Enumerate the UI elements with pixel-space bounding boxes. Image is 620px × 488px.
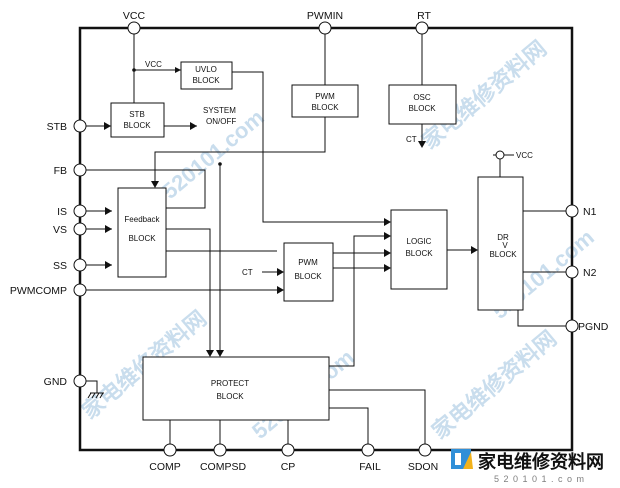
pin-pwmin: [318, 21, 332, 35]
logic-block: LOGIC BLOCK: [390, 209, 448, 290]
pin-gnd: [73, 374, 87, 388]
pin-label-pwmcomp: PWMCOMP: [10, 285, 67, 297]
osc-block-label-2: BLOCK: [408, 104, 436, 113]
pin-label-vcc: VCC: [123, 10, 146, 22]
junction-dot: [218, 162, 222, 166]
pin-pgnd: [565, 319, 579, 333]
stb-block-label-1: STB: [129, 110, 145, 119]
protect-block: PROTECT BLOCK: [142, 356, 330, 421]
pin-label-rt: RT: [417, 10, 431, 22]
pwm-block-top-label-1: PWM: [315, 92, 335, 101]
pin-label-fb: FB: [54, 165, 67, 177]
watermark-logo: 家电维修资料网 5 2 0 1 0 1 . c o m: [451, 449, 604, 484]
dr-block-label-1: DR: [497, 233, 509, 242]
osc-block: OSC BLOCK: [388, 84, 457, 125]
logic-block-label-1: LOGIC: [407, 237, 432, 246]
feedback-block-label-2: BLOCK: [128, 234, 156, 243]
pins: [73, 21, 579, 457]
uvlo-block: UVLO BLOCK: [180, 61, 233, 90]
system-onoff-label-1: SYSTEM: [203, 106, 236, 115]
pin-label-n2: N2: [583, 267, 597, 279]
wires: [86, 34, 568, 448]
pin-label-comp: COMP: [149, 461, 181, 473]
pin-fail: [361, 443, 375, 457]
pin-label-n1: N1: [583, 206, 597, 218]
dr-block: DR V BLOCK: [477, 176, 524, 311]
junction-dot: [132, 68, 136, 72]
dr-block-label-3: BLOCK: [489, 250, 517, 259]
ct-osc-label: CT: [406, 135, 417, 144]
protect-block-label-1: PROTECT: [211, 379, 249, 388]
uvlo-block-label-1: UVLO: [195, 65, 217, 74]
pin-rt: [415, 21, 429, 35]
pin-compsd: [213, 443, 227, 457]
pin-ss: [73, 258, 87, 272]
pin-label-cp: CP: [281, 461, 296, 473]
pin-label-stb: STB: [47, 121, 67, 133]
pin-cp: [281, 443, 295, 457]
pin-comp: [163, 443, 177, 457]
pin-labels: VCC PWMIN RT STB FB IS VS SS PWMCOMP GND…: [10, 10, 609, 473]
pin-n1: [565, 204, 579, 218]
feedback-block-label-1: Feedback: [124, 215, 160, 224]
pin-label-pgnd: PGND: [578, 321, 609, 333]
vcc-dr-label: VCC: [516, 151, 533, 160]
feedback-block: Feedback BLOCK: [117, 187, 167, 278]
protect-block-label-2: BLOCK: [216, 392, 244, 401]
logo-wedge: [463, 452, 473, 469]
watermark-footer-text: 家电维修资料网: [478, 451, 604, 472]
pwm-block-top: PWM BLOCK: [291, 84, 359, 118]
pin-fb: [73, 163, 87, 177]
pwm-block-mid-label-1: PWM: [298, 258, 318, 267]
watermark-text: 家电维修资料网: [427, 326, 561, 444]
pin-label-fail: FAIL: [359, 461, 381, 473]
pwm-block-mid-label-2: BLOCK: [294, 272, 322, 281]
osc-block-label-1: OSC: [413, 93, 431, 102]
stb-block-label-2: BLOCK: [123, 121, 151, 130]
pin-vcc: [127, 21, 141, 35]
pin-n2: [565, 265, 579, 279]
pin-pwmcomp: [73, 283, 87, 297]
vcc-internal-label: VCC: [145, 60, 162, 69]
logo-inner-white: [455, 453, 461, 465]
system-onoff-label-2: ON/OFF: [206, 117, 236, 126]
uvlo-block-label-2: BLOCK: [192, 76, 220, 85]
pin-label-compsd: COMPSD: [200, 461, 247, 473]
pin-label-sdon: SDON: [408, 461, 438, 473]
logic-block-label-2: BLOCK: [405, 249, 433, 258]
pin-label-gnd: GND: [44, 376, 68, 388]
stb-block: STB BLOCK: [110, 102, 165, 138]
pin-label-vs: VS: [53, 224, 67, 236]
pin-label-ss: SS: [53, 260, 67, 272]
pin-vs: [73, 222, 87, 236]
pwm-block-mid: PWM BLOCK: [283, 242, 334, 302]
pin-sdon: [418, 443, 432, 457]
ct-pwm-label: CT: [242, 268, 253, 277]
pin-stb: [73, 119, 87, 133]
watermark-footer-url: 5 2 0 1 0 1 . c o m: [494, 474, 585, 484]
dr-block-label-2: V: [502, 241, 508, 250]
pin-label-is: IS: [57, 206, 67, 218]
pwm-block-top-label-2: BLOCK: [311, 103, 339, 112]
pin-label-pwmin: PWMIN: [307, 10, 343, 22]
vcc-dr-node: [495, 150, 505, 160]
arrowheads: [104, 67, 478, 357]
pin-is: [73, 204, 87, 218]
